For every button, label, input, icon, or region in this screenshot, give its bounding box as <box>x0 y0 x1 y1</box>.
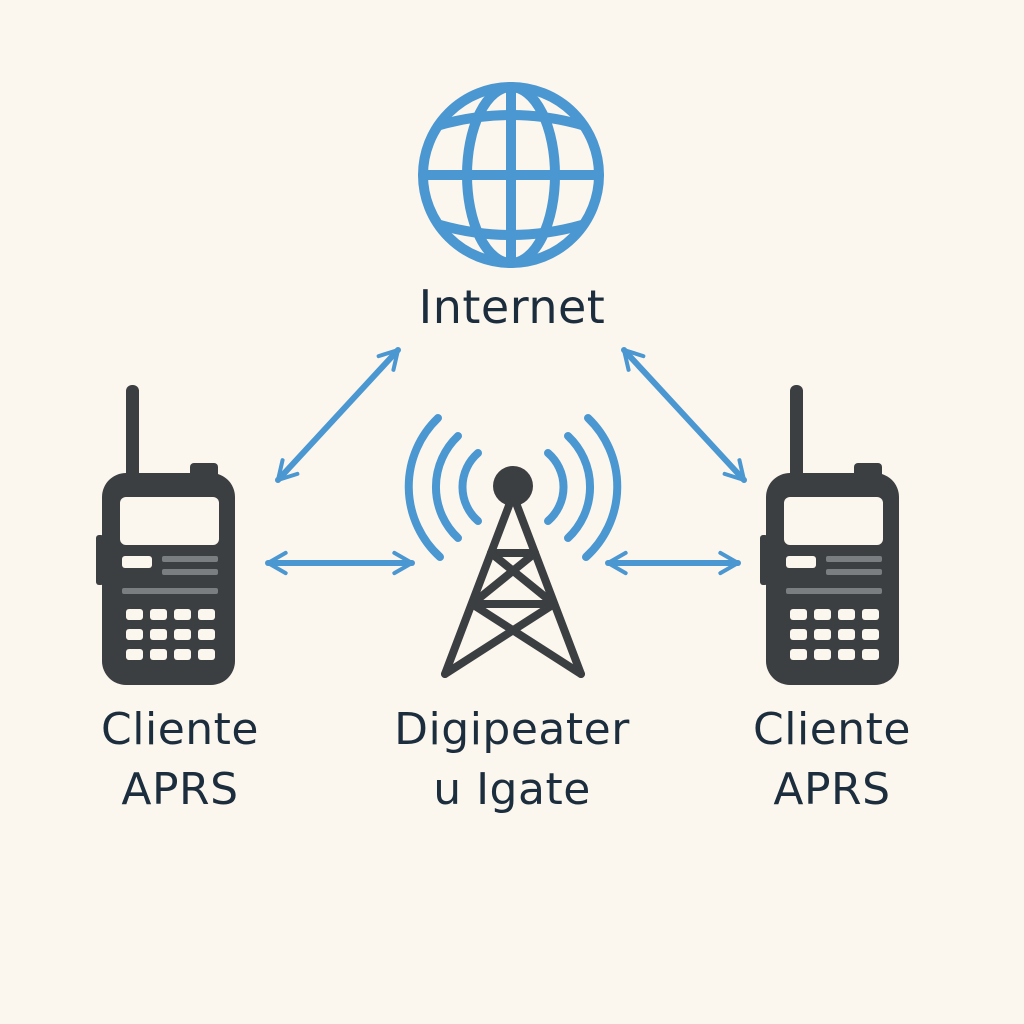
signal-wave-left-inner <box>458 449 482 525</box>
arrow-client-left-internet <box>275 347 401 483</box>
client-left-label-line2: APRS <box>121 764 239 815</box>
handheld-radio-left <box>96 385 235 685</box>
radio-tower-icon <box>404 414 622 678</box>
arrow-internet-client-right <box>621 347 747 483</box>
globe-icon <box>418 82 604 268</box>
signal-wave-right-far <box>582 414 622 561</box>
client-right-label: Cliente APRS <box>712 700 952 820</box>
internet-label: Internet <box>362 282 662 333</box>
client-left-label: Cliente APRS <box>60 700 300 820</box>
signal-wave-right-outer <box>564 432 594 542</box>
digipeater-label-line2: u Igate <box>433 764 591 815</box>
client-right-label-line2: APRS <box>773 764 891 815</box>
client-left-label-line1: Cliente <box>101 704 259 755</box>
internet-label-text: Internet <box>418 280 606 334</box>
client-right-label-line1: Cliente <box>753 704 911 755</box>
digipeater-label: Digipeater u Igate <box>372 700 652 820</box>
signal-wave-right-inner <box>544 449 568 525</box>
signal-wave-left-far <box>404 414 444 561</box>
handheld-radio-right <box>760 385 899 685</box>
digipeater-label-line1: Digipeater <box>394 704 630 755</box>
signal-wave-left-outer <box>432 432 462 542</box>
